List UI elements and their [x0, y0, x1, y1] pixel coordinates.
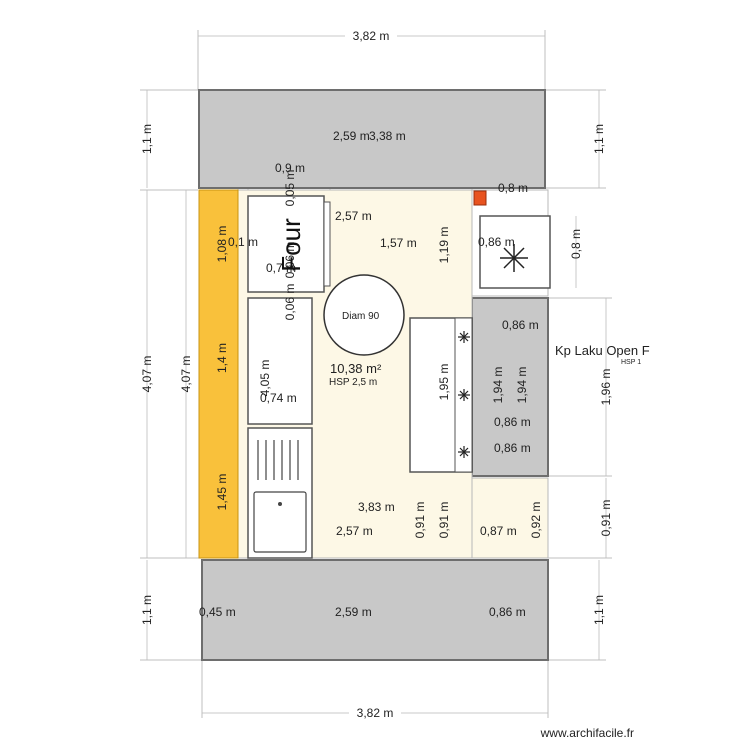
- v-092-label: 0,92 m: [529, 502, 543, 539]
- row-257-label: 2,57 m: [335, 209, 372, 223]
- side-room-label: Kp Laku Open F: [555, 343, 650, 358]
- freezer: [479, 215, 551, 289]
- small-room-floor: [471, 477, 549, 559]
- labels: 3,82 m 3,82 m 2,59 m 3,38 m 0,9 m 0,8 m …: [140, 28, 650, 721]
- orange-marker: [473, 190, 487, 206]
- right-bottom-label: 1,1 m: [592, 595, 606, 625]
- left-407a-label: 4,07 m: [140, 356, 154, 393]
- left-407b-label: 4,07 m: [179, 356, 193, 393]
- sink-basin: [253, 491, 307, 553]
- v-091b-label: 0,91 m: [437, 502, 451, 539]
- oven-inner-label: 0,7 m: [266, 261, 296, 275]
- row-257b-label: 2,57 m: [336, 524, 373, 538]
- top-width-label: 3,82 m: [353, 29, 390, 43]
- oven-depth2-label: 0,06 m: [283, 242, 297, 279]
- strip-145-label: 1,45 m: [215, 474, 229, 511]
- oven-depth-label: 0,05 m: [283, 170, 297, 207]
- oven: [247, 195, 325, 293]
- freezer-height-label: 0,8 m: [569, 229, 583, 259]
- hob-195-label: 1,95 m: [437, 364, 451, 401]
- snowflake-icon: [500, 244, 528, 272]
- v-119-label: 1,19 m: [437, 227, 451, 264]
- strip-108-label: 1,08 m: [215, 226, 229, 263]
- wall-194b-label: 1,94 m: [515, 367, 529, 404]
- right-top-label: 1,1 m: [592, 124, 606, 154]
- yellow-strip: [198, 189, 239, 559]
- oven-label: Four: [276, 218, 306, 272]
- side-room-height: HSP 1: [621, 359, 641, 366]
- room-area-label: 10,38 m²: [330, 361, 382, 376]
- left-top-label: 1,1 m: [140, 124, 154, 154]
- hob-knobs: [458, 331, 470, 458]
- w-086-2-label: 0,86 m: [494, 415, 531, 429]
- oven-width-label: 0,9 m: [275, 161, 305, 175]
- bottom-259-label: 2,59 m: [335, 605, 372, 619]
- table-label: Diam 90: [342, 311, 380, 322]
- watermark: www.archifacile.fr: [540, 726, 634, 740]
- sink-drainer: [257, 440, 299, 480]
- side-wall: [471, 297, 549, 477]
- bottom-045-label: 0,45 m: [199, 605, 236, 619]
- w-086-3-label: 0,86 m: [494, 441, 531, 455]
- bottom-wall: [201, 559, 549, 661]
- fridge-top-label: 0,8 m: [498, 181, 528, 195]
- row-383-label: 3,83 m: [358, 500, 395, 514]
- strip-14-label: 1,4 m: [215, 343, 229, 373]
- oven-side-label: 0,1 m: [228, 235, 258, 249]
- top-inner2-label: 3,38 m: [369, 129, 406, 143]
- side-196-label: 1,96 m: [599, 369, 613, 406]
- row-157-label: 1,57 m: [380, 236, 417, 250]
- sink: [247, 427, 313, 559]
- bottom-width-label: 3,82 m: [357, 706, 394, 720]
- counter: [247, 297, 313, 425]
- room-height-label: HSP 2,5 m: [329, 377, 377, 388]
- wall-194a-label: 1,94 m: [491, 367, 505, 404]
- right-091-label: 0,91 m: [599, 500, 613, 537]
- w-087-label: 0,87 m: [480, 524, 517, 538]
- bottom-086-label: 0,86 m: [489, 605, 526, 619]
- counter-405-label: 4,05 m: [258, 360, 272, 397]
- w-086-1-label: 0,86 m: [502, 318, 539, 332]
- freezer-width-label: 0,86 m: [478, 235, 515, 249]
- left-bottom-label: 1,1 m: [140, 595, 154, 625]
- counter-074-label: 0,74 m: [260, 391, 297, 405]
- v-091a-label: 0,91 m: [413, 502, 427, 539]
- round-table: [323, 274, 405, 356]
- counter-h-label: 0,06 m: [283, 284, 297, 321]
- top-inner-label: 2,59 m: [333, 129, 370, 143]
- top-wall: [198, 89, 546, 189]
